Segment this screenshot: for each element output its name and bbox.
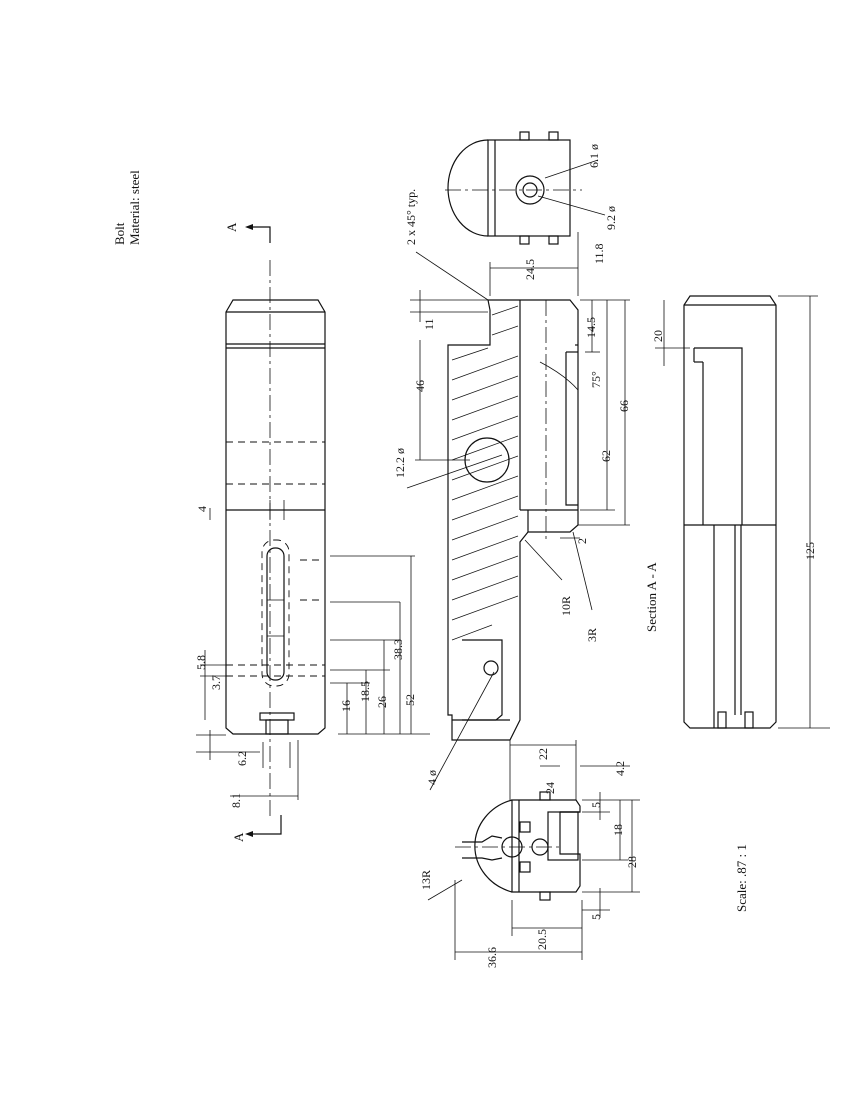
section-hatching	[451, 305, 519, 641]
chamfer-note: 2 x 45° typ.	[404, 189, 418, 245]
dim-18: 18	[611, 824, 625, 836]
dim-6-1-dia: 6.1 ø	[587, 144, 601, 168]
dim-24-5: 24.5	[523, 259, 537, 280]
section-a-a-view	[447, 299, 579, 741]
bolt-side-view: 20 125	[651, 295, 830, 729]
side-view-outline	[683, 295, 777, 729]
title-block: Bolt Material: steel	[112, 170, 142, 245]
scale-label: Scale: .87 : 1	[734, 844, 749, 912]
chamfer-leader	[415, 251, 489, 301]
bolt-plan-view	[225, 299, 326, 735]
pin-hole-4	[483, 660, 499, 676]
end-view-bore-outer	[515, 175, 545, 205]
dim-75deg: 75°	[589, 371, 603, 388]
dim-12-2-dia: 12.2 ø	[393, 448, 407, 478]
section-view-dimensions: 11 46 12.2 ø 2 x 45° typ. 24.5 11.8 14.5…	[393, 189, 659, 791]
dim-4-dia: 4 ø	[425, 770, 439, 785]
dim-3R: 3R	[585, 628, 599, 642]
dim-24: 24	[543, 782, 557, 794]
bottom-end-view: 22 24 4.2 5 18 28 5 13R 20.5 36.6	[419, 740, 640, 968]
dim-20-5: 20.5	[535, 929, 549, 950]
dim-5-a: 5	[589, 802, 603, 808]
dim-36-6: 36.6	[485, 947, 499, 968]
left-view-dimensions: 4 5.8 3.7 6.2 8.1 16 18.5 26 38.3 52	[194, 500, 430, 808]
dim-62: 62	[599, 450, 613, 462]
dim-9-2-dia: 9.2 ø	[604, 206, 618, 230]
top-end-view: 6.1 ø 9.2 ø	[445, 131, 618, 245]
dim-26: 26	[375, 696, 389, 708]
dim-5-8: 5.8	[194, 655, 208, 670]
dim-28: 28	[625, 856, 639, 868]
dim-11-8: 11.8	[592, 243, 606, 264]
dim-20: 20	[651, 330, 665, 342]
pin-pocket	[462, 639, 503, 721]
dim-66: 66	[617, 400, 631, 412]
pin-head	[259, 712, 295, 721]
section-mark-bottom: A	[231, 832, 246, 842]
bolt-outline-left	[225, 299, 326, 735]
section-label: Section A - A	[644, 562, 659, 632]
dim-2: 2	[575, 538, 589, 544]
dim-8-1: 8.1	[229, 793, 243, 808]
dim-4-2: 4.2	[613, 761, 627, 776]
dim-16: 16	[339, 700, 353, 712]
dim-38-3: 38.3	[391, 639, 405, 660]
dim-52: 52	[403, 694, 417, 706]
section-cut-line: A A	[224, 222, 282, 842]
bolt-slot	[266, 547, 285, 681]
dim-14-5: 14.5	[584, 317, 598, 338]
section-outline	[447, 299, 579, 741]
title-line-1: Bolt	[112, 222, 127, 245]
end-view-body	[487, 139, 571, 237]
bottom-view-body	[511, 799, 581, 893]
title-line-2: Material: steel	[127, 170, 142, 245]
dim-46: 46	[413, 380, 427, 392]
dim-22: 22	[536, 748, 550, 760]
dim-18-5: 18.5	[358, 681, 372, 702]
dim-3-7: 3.7	[209, 675, 223, 690]
dim-4: 4	[195, 506, 209, 512]
dim-5-b: 5	[589, 914, 603, 920]
section-arrow-top	[249, 226, 271, 243]
section-arrow-bottom	[249, 815, 282, 835]
dim-125: 125	[803, 542, 817, 560]
section-mark-top: A	[224, 222, 239, 232]
dim-6-2: 6.2	[235, 751, 249, 766]
dim-13R: 13R	[419, 870, 433, 890]
dim-10R: 10R	[559, 596, 573, 616]
dim-11: 11	[422, 318, 436, 330]
